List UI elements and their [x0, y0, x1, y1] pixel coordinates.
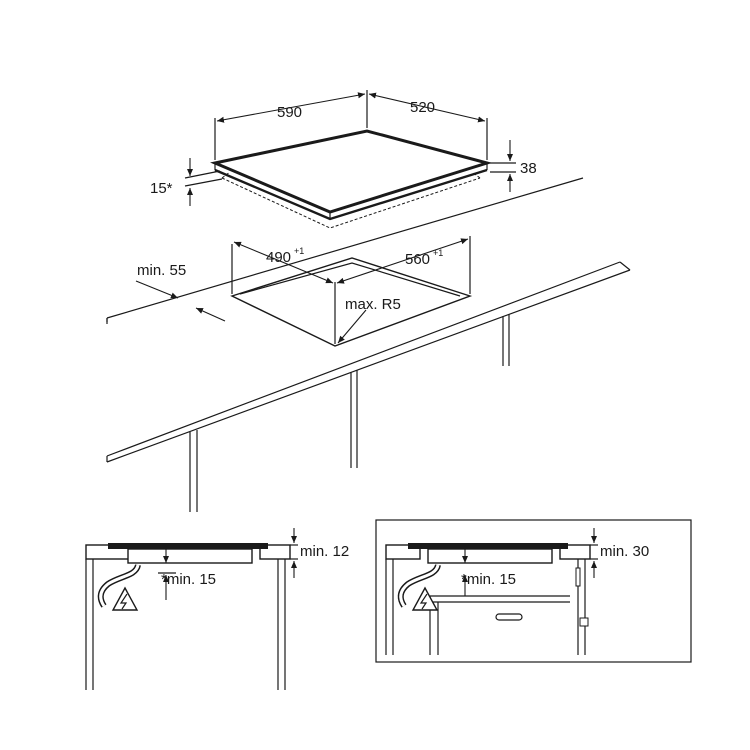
hob-depth-label: 520 — [410, 99, 435, 116]
right-top-clearance-label: min. 30 — [600, 543, 649, 560]
corner-radius-label: max. R5 — [345, 296, 401, 313]
front-margin-label: min. 55 — [137, 262, 186, 279]
cutout-depth-label: 560 — [405, 251, 430, 268]
hob-3d — [210, 129, 493, 229]
hob-front-gap-label: 15* — [150, 180, 173, 197]
worktop — [106, 177, 631, 512]
hob-height-label: 38 — [520, 160, 537, 177]
left-top-clearance-label: min. 12 — [300, 543, 349, 560]
left-below-label: *min. 15 — [161, 571, 216, 588]
section-left — [85, 528, 298, 690]
cutout-width-tolerance: +1 — [294, 246, 304, 256]
cutout-depth-tolerance: +1 — [433, 248, 443, 258]
cutout-dimensions — [135, 236, 471, 344]
right-below-label: *min. 15 — [461, 571, 516, 588]
hob-dimensions — [184, 90, 516, 206]
cutout-width-label: 490 — [266, 249, 291, 266]
hob-width-label: 590 — [277, 104, 302, 121]
section-right — [375, 519, 692, 663]
